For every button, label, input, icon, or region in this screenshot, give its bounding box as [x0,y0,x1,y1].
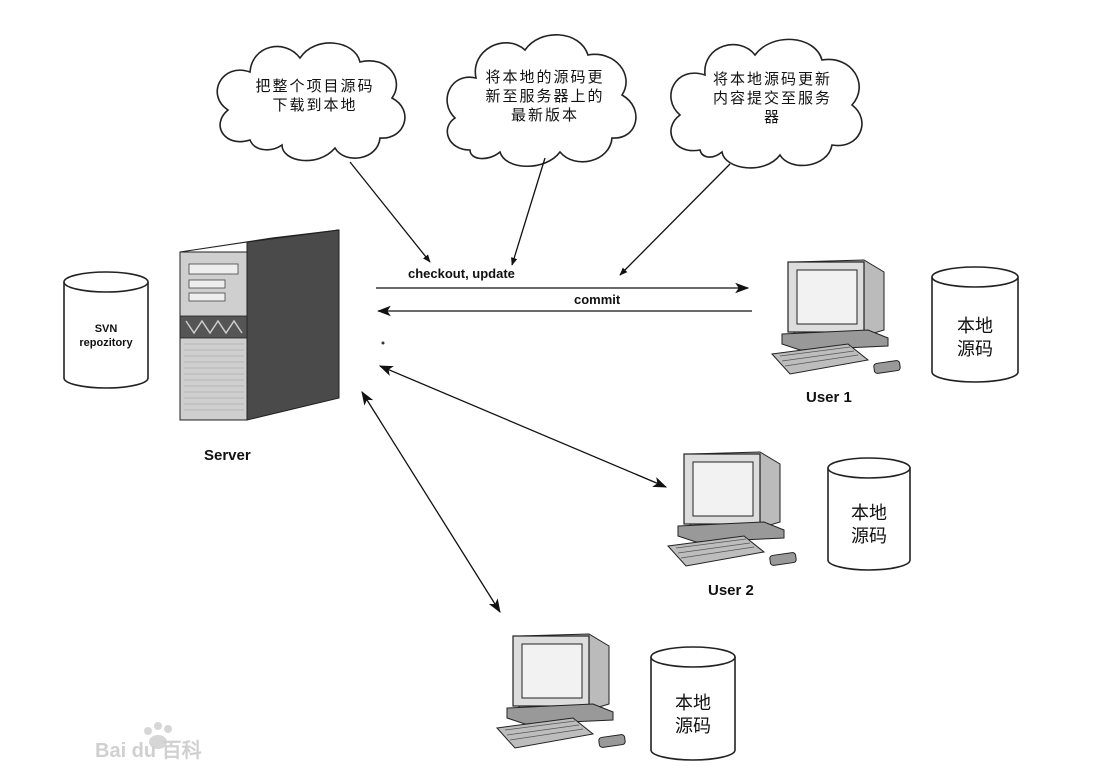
commit-label: commit [574,292,621,307]
local-source-label-user2: 本地 源码 [851,503,887,547]
svn-repository-label: SVN repozitory [79,323,133,349]
watermark: Bai du 百科 [95,740,202,762]
watermark-paw-icon [144,722,172,749]
cloud-commit [670,38,863,169]
local-source-icon-user3 [650,646,736,761]
cloud-checkout [216,42,406,162]
cloud-commit-text: 将本地源码更新 内容提交至服务 器 [712,70,832,126]
arrow-cloud-checkout [349,161,431,263]
server-icon [179,229,340,421]
cloud-update [446,34,637,168]
computer-icon-user1 [770,259,901,375]
user1-label: User 1 [806,389,852,406]
svn-repository-icon [63,271,149,389]
local-source-label-user3: 本地 源码 [675,693,711,737]
computer-icon-user3 [495,633,626,749]
arrow-server-user3 [361,391,501,613]
dot [381,341,385,345]
local-source-icon-user2 [827,457,911,571]
cloud-update-text: 将本地的源码更 新至服务器上的 最新版本 [485,68,605,124]
local-source-icon-user1 [931,266,1019,383]
arrow-cloud-commit [619,163,731,276]
arrow-cloud-update [511,157,546,266]
server-label: Server [204,447,251,464]
user2-label: User 2 [708,582,754,599]
local-source-label-user1: 本地 源码 [957,316,993,360]
cloud-checkout-text: 把整个项目源码 下载到本地 [255,77,375,114]
arrow-server-user2 [378,365,668,488]
checkout-update-label: checkout, update [408,266,515,281]
computer-icon-user2 [666,451,797,567]
